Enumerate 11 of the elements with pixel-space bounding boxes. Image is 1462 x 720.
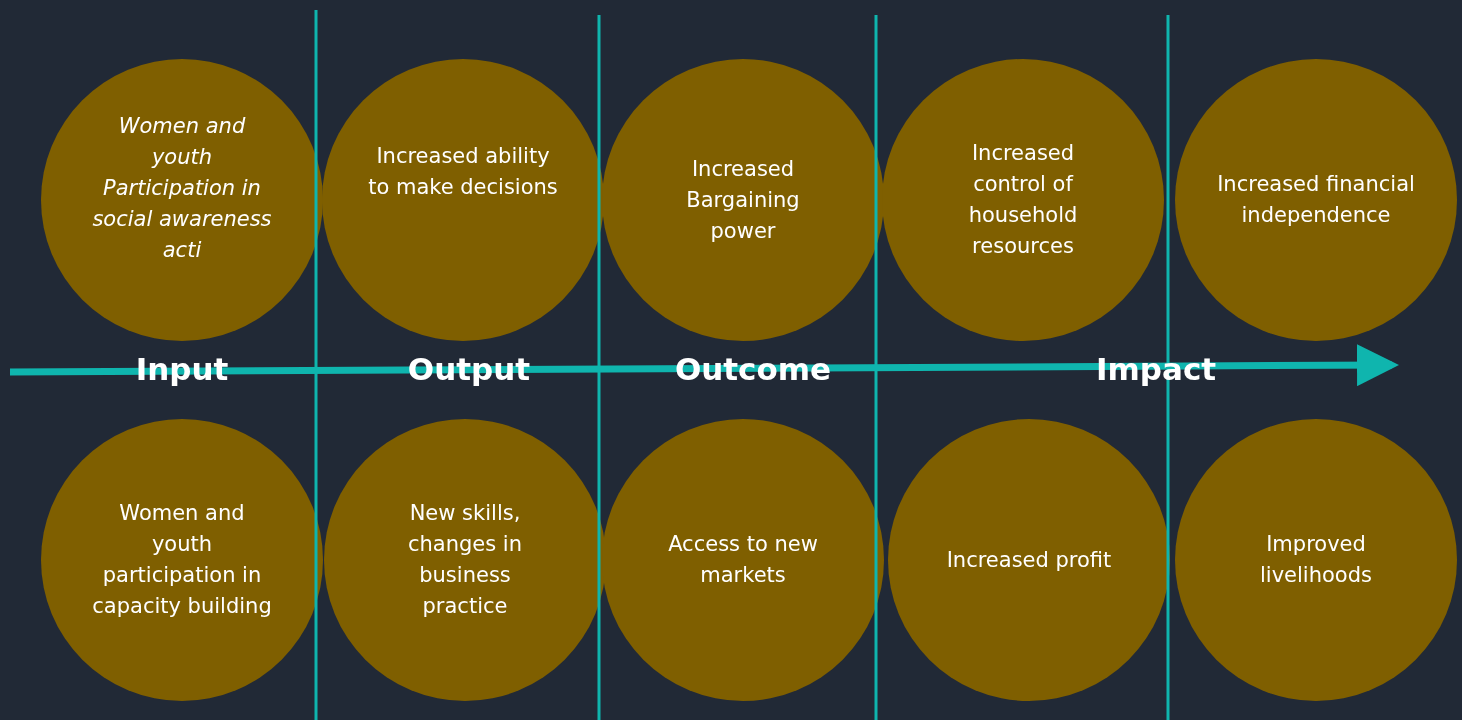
circle-text: Increased control of household resources — [967, 140, 1079, 260]
circle-text: Increased profit — [945, 546, 1113, 574]
circle-text: New skills, changes in business practice — [406, 500, 523, 620]
circle-text: Improved livelihoods — [1259, 531, 1373, 589]
circle-text: Access to new markets — [667, 531, 819, 589]
circle-text: Increased ability to make decisions — [368, 143, 558, 201]
circle-text: Increased financial independence — [1216, 171, 1416, 229]
circle-text: Women and youth Participation in social awareness acti — [91, 112, 273, 264]
stage-label: Impact — [1095, 351, 1217, 387]
circle-text: Increased Bargaining power — [685, 155, 801, 245]
circle-text: Women and youth participation in capacity building — [92, 500, 272, 620]
